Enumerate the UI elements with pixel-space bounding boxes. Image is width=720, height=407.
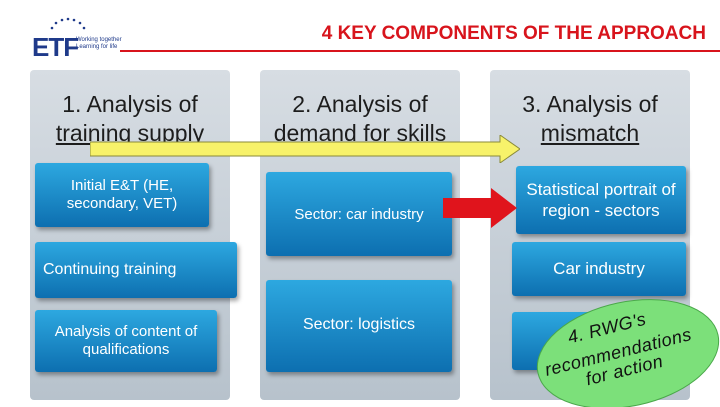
logo-text: ETF bbox=[32, 32, 79, 62]
column-demand: 2. Analysis of demand for skills Sector:… bbox=[260, 70, 460, 400]
eu-stars-icon bbox=[50, 17, 86, 30]
yellow-arrow-icon bbox=[90, 135, 520, 163]
column-heading: 3. Analysis of mismatch bbox=[490, 90, 690, 148]
box-continuing-training: Continuing training bbox=[35, 242, 237, 298]
box-sector-logistics: Sector: logistics bbox=[266, 280, 452, 372]
title-rule bbox=[120, 50, 720, 52]
box-initial-et: Initial E&T (HE, secondary, VET) bbox=[35, 163, 209, 227]
heading-prefix: 3. Analysis of bbox=[522, 91, 658, 117]
red-arrow-icon bbox=[443, 188, 517, 228]
box-car-industry: Car industry bbox=[512, 242, 686, 296]
page-title: 4 KEY COMPONENTS OF THE APPROACH bbox=[321, 23, 706, 44]
heading-prefix: 1. Analysis of bbox=[62, 91, 198, 117]
logo-tagline: Working together Learning for life bbox=[76, 37, 122, 50]
heading-prefix: 2. Analysis of bbox=[292, 91, 428, 117]
heading-underlined: mismatch bbox=[540, 120, 640, 146]
box-sector-car: Sector: car industry bbox=[266, 172, 452, 256]
etf-logo: ETF Working together Learning for life bbox=[14, 8, 124, 62]
column-training-supply: 1. Analysis of training supply Initial E… bbox=[30, 70, 237, 400]
box-analysis-qualifications: Analysis of content of qualifications bbox=[35, 310, 217, 372]
box-statistical-portrait: Statistical portrait of region - sectors bbox=[516, 166, 686, 234]
recommendations-bubble: 4. RWG's recommendations for action bbox=[533, 292, 720, 407]
